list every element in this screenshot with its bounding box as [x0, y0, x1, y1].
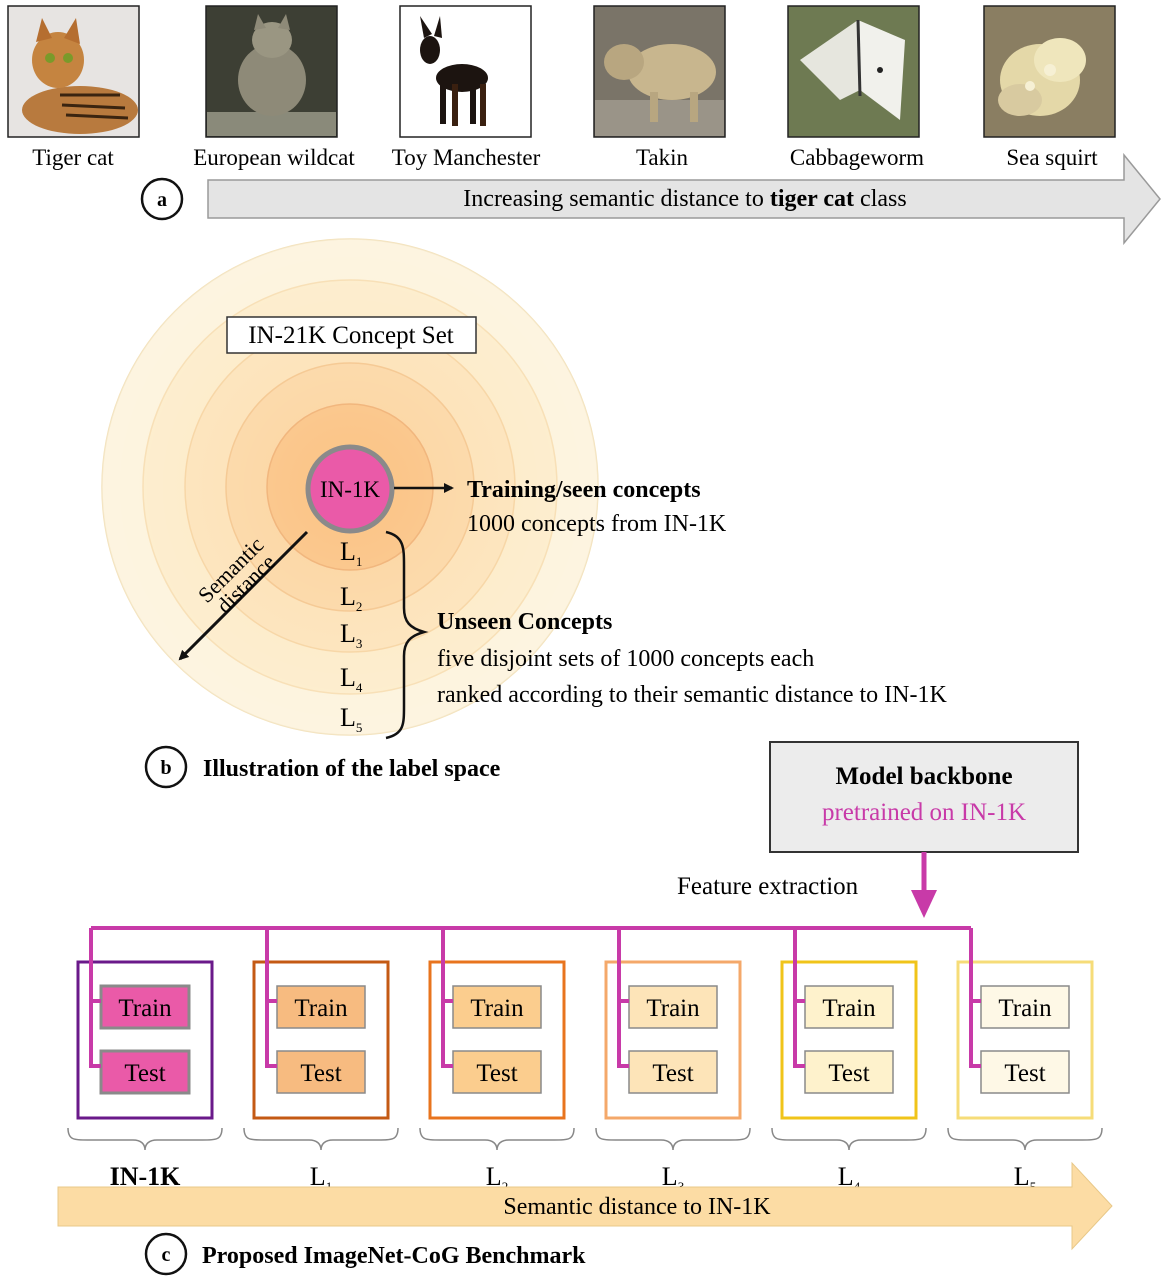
group-l1: TrainTestL1 [243, 928, 399, 1194]
unseen-title: Unseen Concepts [437, 609, 612, 635]
group-brace [419, 1127, 575, 1151]
feature-arrow-head [911, 890, 937, 918]
feature-connector [89, 928, 101, 1068]
test-box [980, 1050, 1070, 1094]
group-l5: TrainTestL5 [947, 928, 1103, 1194]
panel-marker-circle [140, 177, 184, 221]
train-box [628, 985, 718, 1029]
in1k-core-label: IN-1K [320, 477, 380, 502]
unseen-desc-2: ranked according to their semantic dista… [437, 682, 947, 708]
feature-connector [969, 928, 981, 1068]
level-label-l4: L4 [340, 663, 363, 695]
distance-arrow-label: Increasing semantic distance to tiger ca… [463, 186, 906, 212]
group-label: IN-1K [110, 1162, 182, 1191]
feature-connector [617, 928, 629, 1068]
test-box [99, 1049, 191, 1095]
group-brace [243, 1127, 399, 1151]
svg-text:L5: L5 [340, 703, 362, 735]
group-l2: TrainTestL2 [419, 928, 575, 1194]
test-box [452, 1050, 542, 1094]
train-label: Train [470, 995, 524, 1022]
train-box [276, 985, 366, 1029]
train-label: Train [118, 995, 172, 1022]
unseen-desc-1: five disjoint sets of 1000 concepts each [437, 646, 814, 672]
concept-set-label: IN-21K Concept Set [248, 322, 454, 349]
backbone-subtitle: pretrained on IN-1K [822, 799, 1026, 826]
svg-text:L2: L2 [340, 582, 362, 614]
level-label-l3: L3 [340, 619, 362, 651]
sea-squirt-photo [983, 5, 1116, 138]
tiger-cat-photo [7, 5, 140, 138]
concept-set-box [226, 316, 477, 354]
train-box [980, 985, 1070, 1029]
level-label-l5: L5 [340, 703, 362, 735]
test-label: Test [652, 1060, 693, 1087]
svg-text:L3: L3 [340, 619, 362, 651]
feature-extraction-label: Feature extraction [677, 873, 859, 900]
test-label: Test [476, 1060, 517, 1087]
group-l3: TrainTestL3 [595, 928, 751, 1194]
level-label-l2: L2 [340, 582, 362, 614]
panel-marker-circle [144, 745, 188, 789]
train-label: Train [646, 995, 700, 1022]
panel-a: Tiger cat European wildcat Toy Mancheste… [7, 5, 1161, 246]
panel-marker-circle [144, 1232, 188, 1276]
benchmark-groups: TrainTestIN-1KTrainTestL1TrainTestL2Trai… [67, 926, 1103, 1194]
panel-b: IN-21K Concept Set IN-1K Semantic distan… [101, 238, 947, 789]
train-label: Train [822, 995, 876, 1022]
levels-brace [385, 530, 429, 740]
panel-marker-c: c [162, 1244, 171, 1266]
test-box [804, 1050, 894, 1094]
panel-marker-a: a [157, 189, 167, 211]
semantic-distance-arrow [178, 530, 309, 661]
panel-c-title: Proposed ImageNet-CoG Benchmark [202, 1243, 586, 1269]
wildcat-photo [205, 5, 338, 138]
model-backbone-box [769, 741, 1079, 853]
image-label: Cabbageworm [790, 145, 924, 170]
semantic-distance-bar-label: Semantic distance to IN-1K [503, 1194, 771, 1220]
test-label: Test [124, 1060, 165, 1087]
group-brace [67, 1127, 223, 1151]
test-box [628, 1050, 718, 1094]
group-l4: TrainTestL4 [771, 928, 927, 1194]
test-box [276, 1050, 366, 1094]
image-label: Toy Manchester [392, 145, 541, 170]
distance-arrow [207, 152, 1161, 246]
train-box [804, 985, 894, 1029]
dog-photo [399, 5, 532, 138]
panel-c: Model backbone pretrained on IN-1K Featu… [57, 741, 1113, 1276]
panel-marker-b: b [160, 757, 171, 779]
semantic-distance-bar [57, 1161, 1113, 1251]
in1k-core [305, 444, 395, 534]
test-label: Test [828, 1060, 869, 1087]
image-label: European wildcat [193, 145, 355, 170]
test-label: Test [1004, 1060, 1045, 1087]
panel-b-title: Illustration of the label space [203, 756, 501, 782]
image-label: Tiger cat [32, 145, 114, 170]
svg-text:L4: L4 [340, 663, 363, 695]
level-label-l1: L1 [340, 537, 362, 569]
takin-photo [593, 5, 726, 138]
feature-connector [793, 928, 805, 1068]
train-label: Train [998, 995, 1052, 1022]
test-label: Test [300, 1060, 341, 1087]
butterfly-photo [787, 5, 920, 138]
train-label: Train [294, 995, 348, 1022]
feature-connector [441, 928, 453, 1068]
train-box [452, 985, 542, 1029]
group-brace [595, 1127, 751, 1151]
backbone-title: Model backbone [835, 763, 1012, 790]
train-box [99, 984, 191, 1030]
group-brace [947, 1127, 1103, 1151]
image-label: Takin [636, 145, 689, 170]
image-label: Sea squirt [1006, 145, 1098, 170]
svg-text:L1: L1 [340, 537, 362, 569]
group-brace [771, 1127, 927, 1151]
feature-connector [265, 928, 277, 1068]
training-title: Training/seen concepts [467, 477, 701, 503]
training-desc: 1000 concepts from IN-1K [467, 511, 727, 537]
